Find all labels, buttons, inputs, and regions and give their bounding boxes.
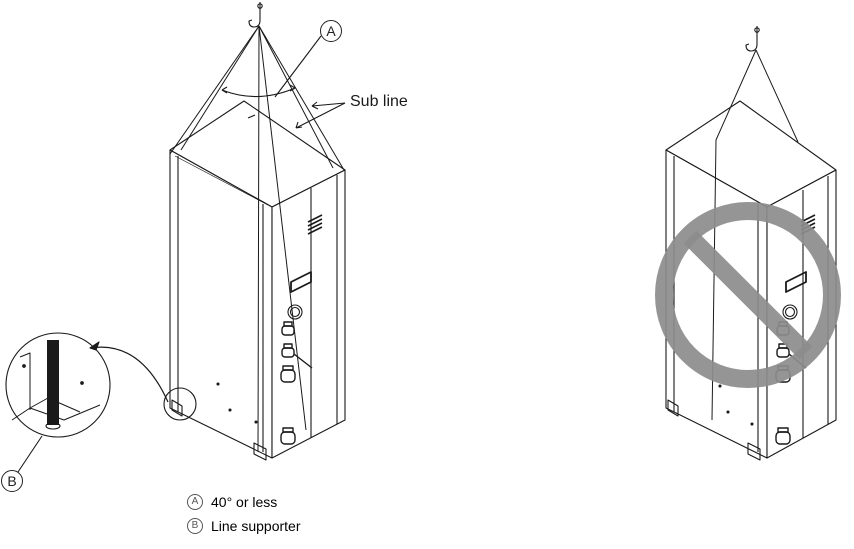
legend-marker-a: A <box>187 494 203 510</box>
marker-a: A <box>320 20 342 42</box>
prohibited-icon <box>655 202 841 388</box>
sub-line-label: Sub line <box>350 93 408 110</box>
marker-b: B <box>1 470 23 492</box>
hook-icon-right <box>745 26 760 52</box>
correct-lifting-unit <box>163 2 346 461</box>
legend-item-a: A 40° or less <box>187 490 301 514</box>
legend: A 40° or less B Line supporter <box>187 490 301 538</box>
line-supporter-detail <box>5 332 169 473</box>
legend-marker-b: B <box>187 518 203 534</box>
legend-item-b: B Line supporter <box>187 514 301 538</box>
hook-icon <box>248 2 263 28</box>
cabinet-right-face <box>271 169 346 459</box>
legend-text-a: 40° or less <box>211 494 278 510</box>
legend-text-b: Line supporter <box>211 518 301 534</box>
